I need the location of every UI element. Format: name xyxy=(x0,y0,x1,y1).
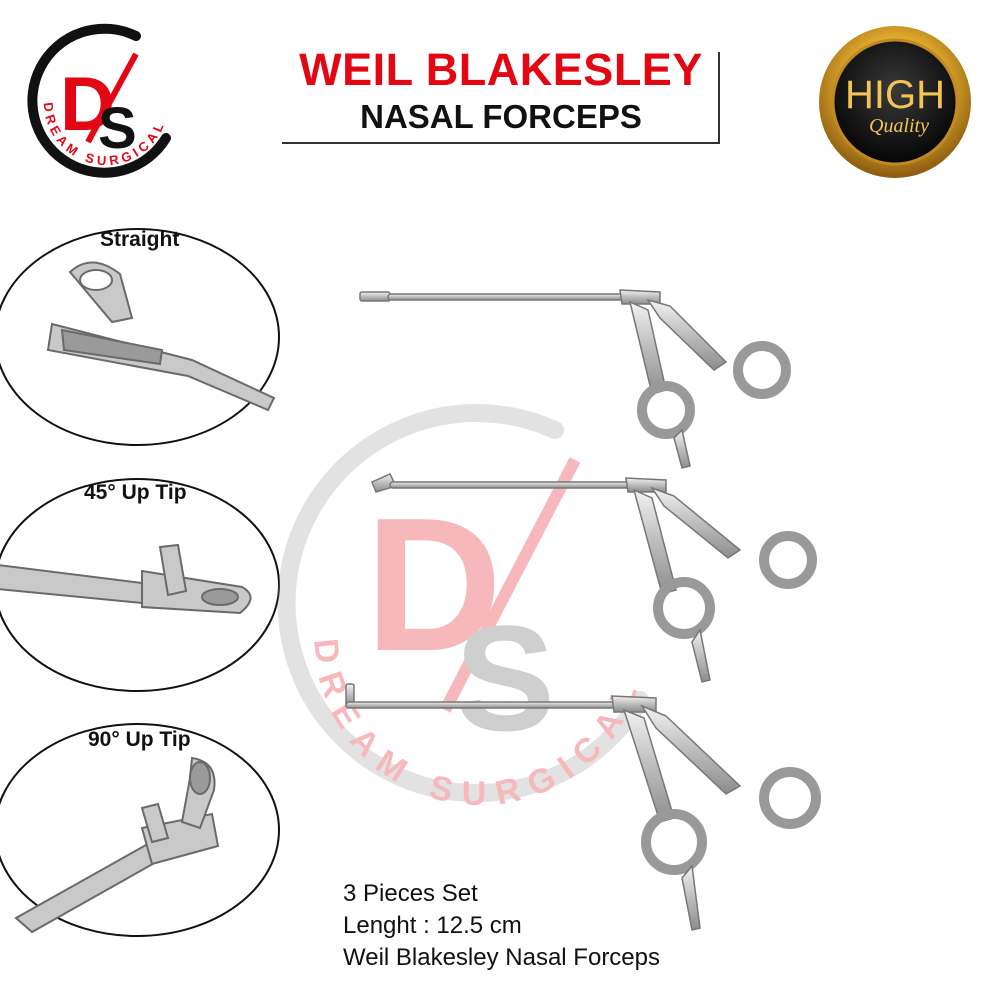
title-rule-vertical xyxy=(718,52,720,144)
forceps-45-up xyxy=(371,473,817,683)
info-pieces: 3 Pieces Set xyxy=(343,880,478,907)
detail-label-45-up: 45° Up Tip xyxy=(84,481,187,504)
info-length: Lenght : 12.5 cm xyxy=(343,912,522,939)
badge-high-text: HIGH xyxy=(845,73,945,117)
45-up-tip-icon xyxy=(0,478,280,692)
forceps-90-up xyxy=(345,683,821,931)
detail-45-up: 45° Up Tip xyxy=(0,473,292,698)
straight-tip-icon xyxy=(0,228,280,446)
detail-90-up: 90° Up Tip xyxy=(0,718,292,943)
title-rule-horizontal xyxy=(282,142,720,144)
watermark-logo-icon: D S DREAM SURGICAL xyxy=(277,404,649,813)
detail-label-straight: Straight xyxy=(100,228,180,251)
detail-straight: Straight xyxy=(0,222,292,447)
brand-logo: D S DREAM SURGICAL xyxy=(18,18,188,188)
product-title: WEIL BLAKESLEY NASAL FORCEPS xyxy=(282,40,720,144)
badge-quality-text: Quality xyxy=(869,115,929,137)
detail-label-90-up: 90° Up Tip xyxy=(88,728,191,751)
info-product-name: Weil Blakesley Nasal Forceps xyxy=(343,944,661,971)
dream-surgical-logo-icon: D S DREAM SURGICAL xyxy=(27,23,171,178)
90-up-tip-icon xyxy=(0,723,280,937)
forceps-straight xyxy=(359,289,791,469)
high-quality-badge-icon: HIGH Quality xyxy=(819,26,971,178)
forceps-set-icon xyxy=(345,289,821,931)
watermark: D S DREAM SURGICAL xyxy=(255,390,695,830)
title-line-2: NASAL FORCEPS xyxy=(360,98,642,135)
title-line-1: WEIL BLAKESLEY xyxy=(299,44,703,95)
product-info: 3 Pieces Set Lenght : 12.5 cm Weil Blake… xyxy=(343,878,660,974)
logo-letter-s: S xyxy=(98,96,137,161)
high-quality-badge: HIGH Quality xyxy=(815,22,975,182)
forceps-set xyxy=(330,270,850,950)
watermark-letter-d: D xyxy=(365,479,502,691)
watermark-letter-s: S xyxy=(455,594,555,762)
